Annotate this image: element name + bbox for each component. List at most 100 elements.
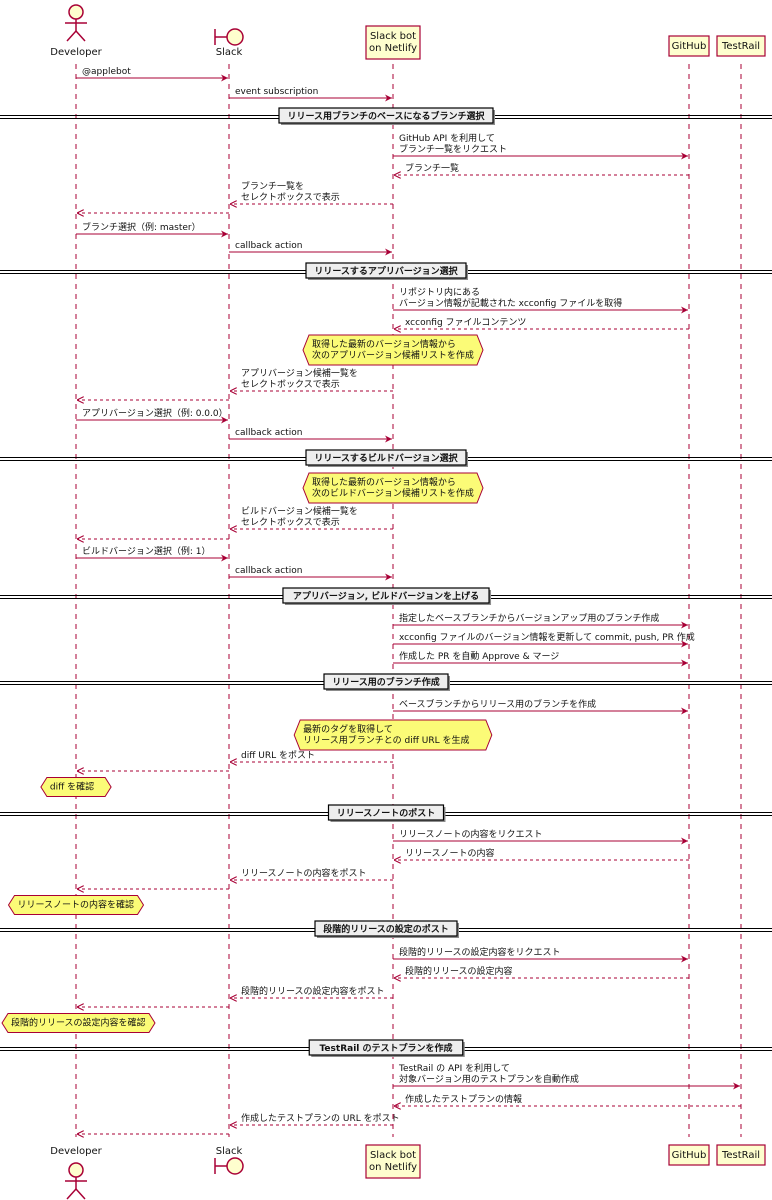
note-text: 段階的リリースの設定内容を確認: [11, 1017, 146, 1029]
participant-dev-top: Developer: [50, 4, 103, 58]
participant-label: Developer: [50, 47, 102, 58]
message-label: バージョン情報が記載された xcconfig ファイルを取得: [399, 297, 622, 309]
participant-label: GitHub: [672, 1150, 707, 1161]
participant-label: GitHub: [672, 41, 707, 52]
message-label: callback action: [235, 428, 302, 438]
message-label: 対象バージョン用のテストプランを自動作成: [399, 1073, 579, 1085]
message: 指定したベースブランチからバージョンアップ用のブランチ作成: [393, 612, 688, 629]
message-label: リリースノートの内容: [405, 847, 495, 859]
message: アプリバージョン選択（例: 0.0.0）: [76, 407, 228, 424]
participant-box: [365, 25, 421, 60]
note: リリースノートの内容を確認: [7, 895, 145, 915]
section-divider: リリースノートのポスト: [0, 804, 772, 822]
participant-label: Developer: [50, 1146, 102, 1157]
message-label: ビルドバージョン候補一覧を: [241, 505, 358, 517]
note-text: リリースノートの内容を確認: [18, 899, 135, 911]
message-label: セレクトボックスで表示: [241, 378, 340, 390]
message-label: リポジトリ内にある: [399, 286, 480, 298]
section-title: アプリバージョン, ビルドバージョンを上げる: [293, 590, 479, 602]
participant-slack-bottom: Slack: [214, 1146, 244, 1175]
section-divider: リリース用ブランチのベースになるブランチ選択: [0, 107, 772, 125]
section-title: 段階的リリースの設定のポスト: [323, 923, 449, 935]
message-label: 段階的リリースの設定内容をポスト: [241, 985, 385, 997]
note-text: 取得した最新のバージョン情報から: [312, 476, 456, 488]
note-text: リリース用ブランチとの diff URL を生成: [303, 734, 469, 746]
message: ビルドバージョン選択（例: 1）: [76, 545, 228, 562]
message-label: xcconfig ファイルのバージョン情報を更新して commit, push,…: [399, 631, 695, 643]
message-label: 指定したベースブランチからバージョンアップ用のブランチ作成: [399, 612, 659, 624]
message: xcconfig ファイルのバージョン情報を更新して commit, push,…: [393, 631, 695, 648]
section-divider: リリース用のブランチ作成: [0, 673, 772, 691]
message-label: ブランチ一覧を: [241, 180, 304, 192]
message: 段階的リリースの設定内容をリクエスト: [393, 946, 688, 963]
message-label: セレクトボックスで表示: [241, 191, 340, 203]
message: ベースブランチからリリース用のブランチを作成: [393, 698, 688, 715]
message-label: callback action: [235, 566, 302, 576]
message: 作成した PR を自動 Approve & マージ: [393, 650, 688, 667]
message-label: event subscription: [235, 87, 318, 97]
participant-dev-bottom: Developer: [50, 1146, 103, 1200]
note: diff を確認: [40, 777, 112, 797]
message: callback action: [229, 241, 392, 256]
participant-tr-top: TestRail: [716, 35, 766, 57]
message-label: リリースノートの内容をリクエスト: [399, 828, 543, 840]
note: 段階的リリースの設定内容を確認: [1, 1013, 156, 1033]
participant-label: TestRail: [721, 41, 760, 52]
participant-label: TestRail: [721, 1150, 760, 1161]
section-divider: アプリバージョン, ビルドバージョンを上げる: [0, 587, 772, 605]
section-divider: リリースするアプリバージョン選択: [0, 262, 772, 280]
message: event subscription: [229, 87, 392, 102]
participant-label: Slack: [216, 1146, 243, 1157]
section-title: TestRail のテストプランを作成: [319, 1042, 452, 1054]
section-title: リリース用のブランチ作成: [332, 676, 440, 688]
participant-gh-bottom: GitHub: [668, 1144, 710, 1166]
section-divider: リリースするビルドバージョン選択: [0, 449, 772, 467]
message: リリースノートの内容: [394, 847, 689, 860]
message-label: TestRail の API を利用して: [398, 1062, 510, 1074]
message-label: 段階的リリースの設定内容をリクエスト: [399, 946, 561, 958]
participant-box: [716, 1144, 766, 1166]
message: リリースノートの内容をリクエスト: [393, 828, 688, 845]
note-text: diff を確認: [50, 781, 94, 793]
message-label: ビルドバージョン選択（例: 1）: [82, 545, 210, 557]
participant-label: on Netlify: [369, 1162, 417, 1173]
message: 段階的リリースの設定内容: [394, 965, 689, 978]
note-text: 最新のタグを取得して: [303, 723, 393, 735]
message-label: ブランチ一覧をリクエスト: [399, 143, 507, 155]
message-label: 作成したテストプランの情報: [405, 1093, 522, 1105]
section-divider: 段階的リリースの設定のポスト: [0, 920, 772, 938]
message-label: ブランチ一覧: [405, 162, 459, 174]
message-label: 作成したテストプランの URL をポスト: [241, 1112, 400, 1124]
message-label: diff URL をポスト: [241, 750, 315, 761]
message-label: callback action: [235, 241, 302, 251]
message: callback action: [229, 428, 392, 443]
participant-label: Slack bot: [370, 31, 416, 42]
message-label: 段階的リリースの設定内容: [405, 965, 513, 977]
participant-box: [668, 1144, 710, 1166]
boundary-icon: [214, 28, 244, 46]
message-label: xcconfig ファイルコンテンツ: [405, 317, 526, 328]
message-label: アプリバージョン選択（例: 0.0.0）: [82, 407, 228, 419]
message-label: セレクトボックスで表示: [241, 516, 340, 528]
participant-label: on Netlify: [369, 43, 417, 54]
participant-label: Slack bot: [370, 1150, 416, 1161]
note-text: 取得した最新のバージョン情報から: [312, 338, 456, 350]
participant-tr-bottom: TestRail: [716, 1144, 766, 1166]
boundary-icon: [214, 1157, 244, 1175]
message-label: 作成した PR を自動 Approve & マージ: [399, 650, 559, 662]
message-label: GitHub API を利用して: [399, 132, 495, 144]
note-text: 次のビルドバージョン候補リストを作成: [312, 487, 474, 499]
message: ブランチ選択（例: master）: [76, 221, 228, 238]
participant-box: [716, 35, 766, 57]
